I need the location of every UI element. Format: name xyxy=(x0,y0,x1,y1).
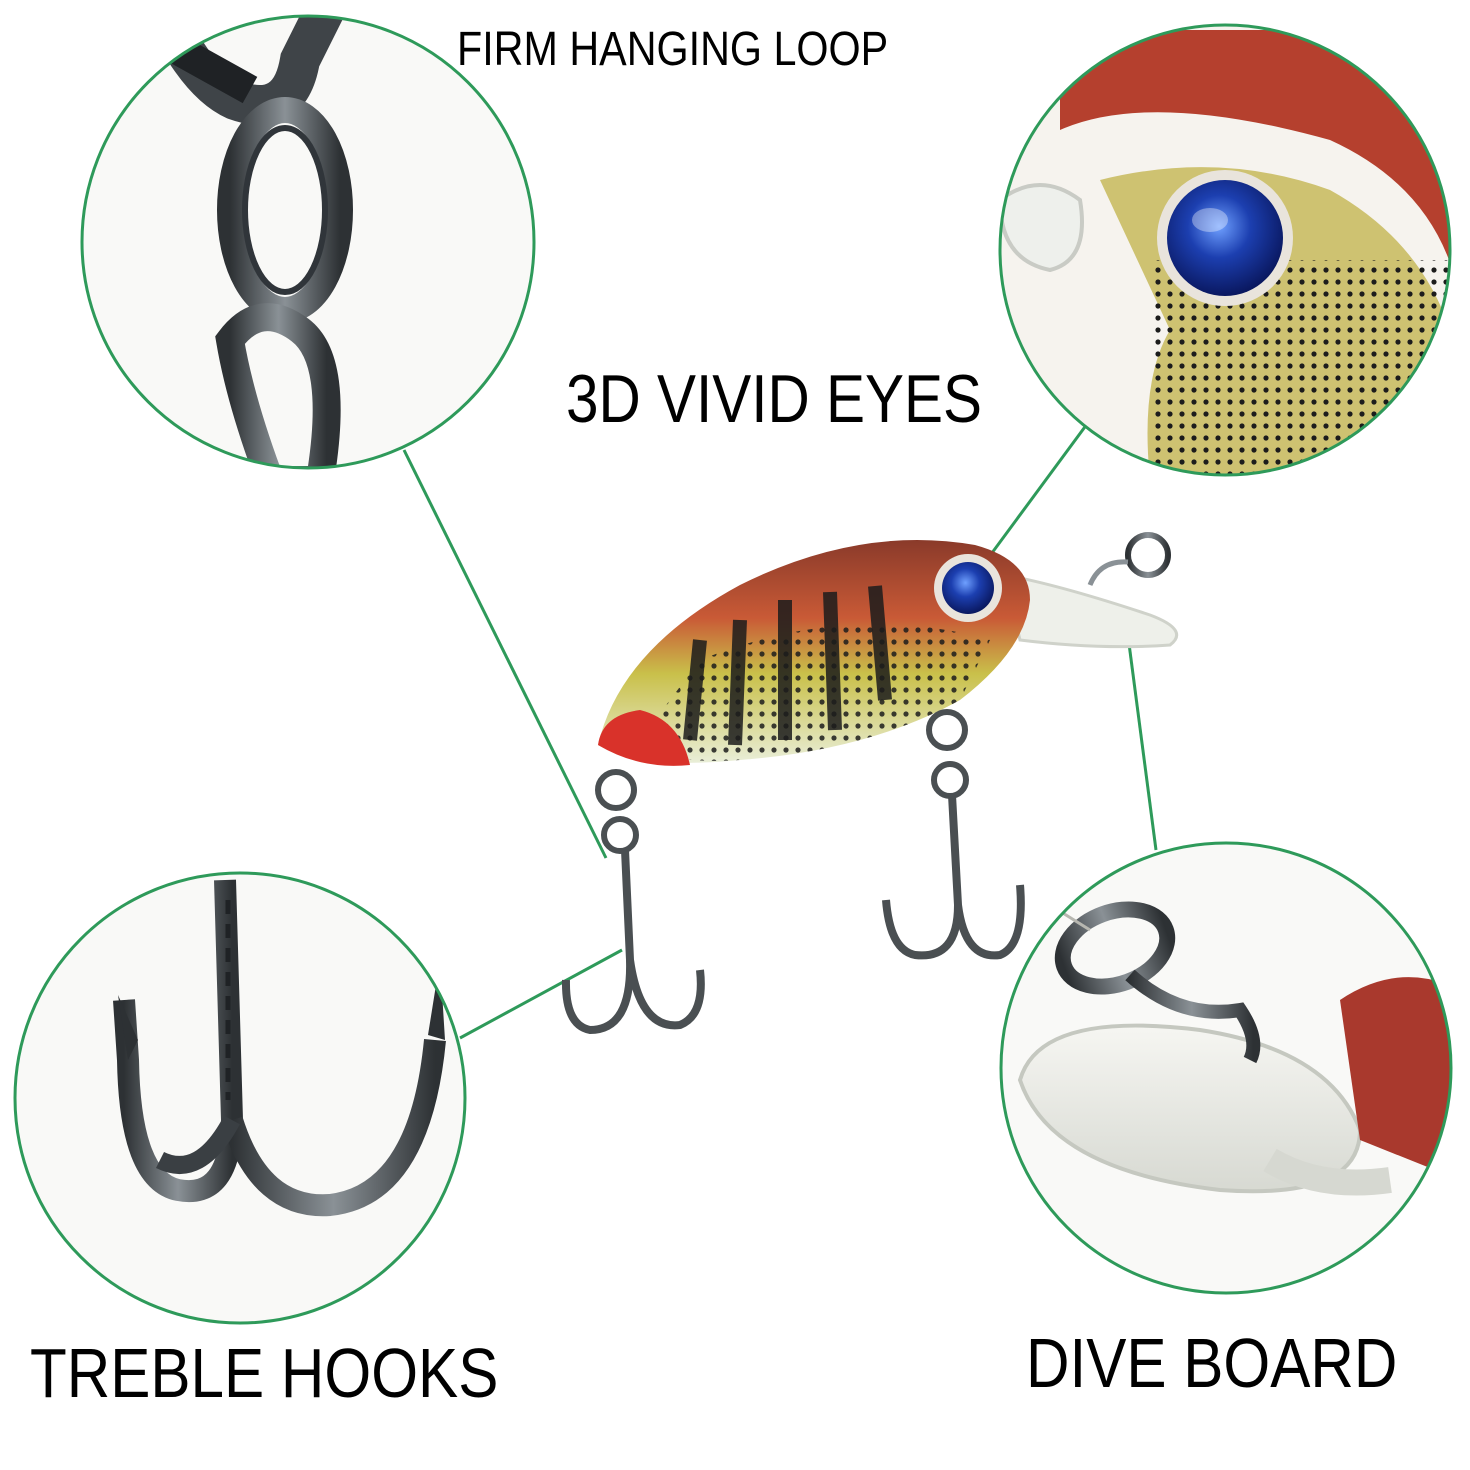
lure-eye xyxy=(942,562,994,614)
detail-circle-treble-hook xyxy=(13,871,467,1325)
treble-hook-icon xyxy=(113,879,244,1203)
rear-treble-hook xyxy=(561,769,705,1035)
lure-nose-red xyxy=(598,710,690,766)
belly-treble-hook xyxy=(882,709,1025,960)
detail-circle-dive-board xyxy=(999,841,1453,1295)
label-vivid-eyes: 3D VIVID EYES xyxy=(566,361,983,437)
label-treble-hooks: TREBLE HOOKS xyxy=(30,1334,499,1412)
label-dive-board: DIVE BOARD xyxy=(1026,1324,1398,1402)
leader-line-loop xyxy=(402,449,608,859)
dive-lip xyxy=(1003,573,1179,649)
lure-eye-icon xyxy=(1167,180,1283,296)
detail-circle-hanging-loop xyxy=(80,14,536,470)
hook-eye-icon xyxy=(215,303,341,468)
label-hanging-loop: FIRM HANGING LOOP xyxy=(457,23,889,76)
tow-ring xyxy=(1125,532,1171,578)
detail-circle-eye xyxy=(998,23,1452,477)
leader-line-board xyxy=(1126,635,1158,851)
crankbait-lure xyxy=(561,532,1179,1035)
leader-line-hook xyxy=(459,948,623,1040)
